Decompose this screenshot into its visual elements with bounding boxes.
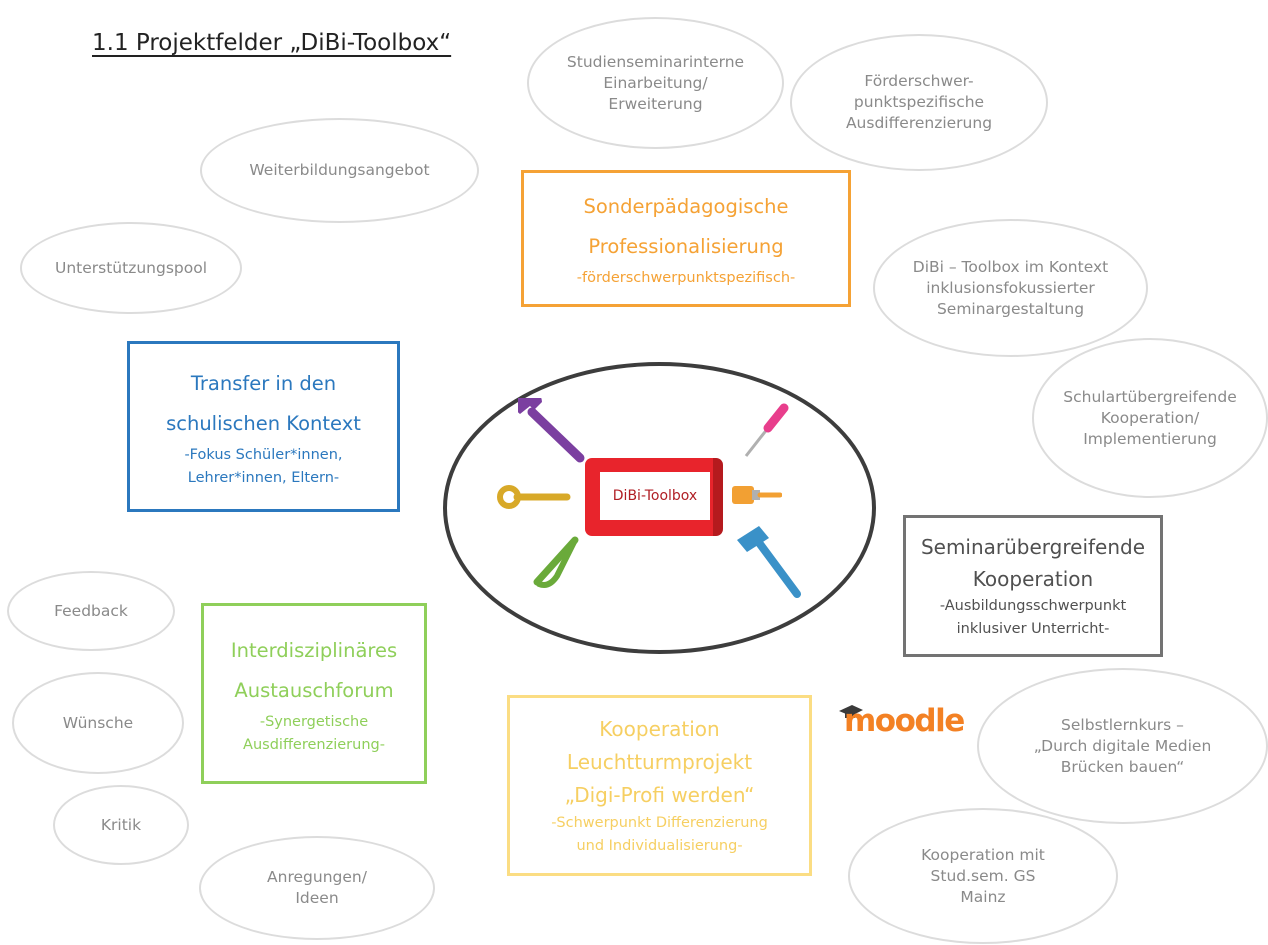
ellipse-anregungen-text: Anregungen/ Ideen [267, 868, 367, 907]
ellipse-stud-sem-text: Kooperation mit Stud.sem. GS Mainz [921, 845, 1045, 906]
ellipse-feedback-text: Feedback [54, 601, 128, 620]
box-transfer-title: Transfer in den schulischen Kontext [166, 371, 361, 435]
ellipse-foerderschwerpunkt-text: Förderschwer- punktspezifische Ausdiffer… [845, 72, 993, 132]
ellipse-anregungen: Anregungen/ Ideen [199, 836, 435, 940]
paintbrush-orange-icon [732, 486, 782, 504]
box-interdisz-subtitle: -Synergetische Ausdifferenzierung- [243, 713, 385, 753]
box-transfer-subtitle: -Fokus Schüler*innen, Lehrer*innen, Elte… [184, 446, 343, 486]
box-seminar-subtitle: -Ausbildungsschwerpunkt inklusiver Unter… [939, 598, 1127, 637]
ellipse-schulart: Schulartübergreifende Kooperation/ Imple… [1032, 338, 1268, 498]
mortarboard-icon [839, 705, 863, 718]
ellipse-selbstlernkurs-text: Selbstlernkurs – „Durch digitale Medien … [1033, 715, 1212, 776]
box-sonderpaedagogische-professionalisierung: Sonderpädagogische Professionalisierung … [521, 170, 851, 307]
wrench-yellow-icon [497, 485, 571, 509]
box-sonder-title: Sonderpädagogische Professionalisierung [583, 195, 789, 258]
center-label: DiBi-Toolbox [600, 472, 710, 520]
ellipse-kritik: Kritik [53, 785, 189, 865]
ellipse-feedback: Feedback [7, 571, 175, 651]
ellipse-studienseminar: Studienseminarinterne Einarbeitung/ Erwe… [527, 17, 784, 149]
ellipse-dibi-kontext: DiBi – Toolbox im Kontext inklusionsfoku… [873, 219, 1148, 357]
box-kooperation-subtitle: -Schwerpunkt Differenzierung und Individ… [551, 815, 768, 854]
box-sonder-subtitle: -förderschwerpunktspezifisch- [576, 270, 796, 286]
ellipse-selbstlernkurs: Selbstlernkurs – „Durch digitale Medien … [977, 668, 1268, 824]
ellipse-schulart-text: Schulartübergreifende Kooperation/ Imple… [1063, 387, 1237, 448]
ellipse-wuensche-text: Wünsche [62, 713, 134, 732]
box-kooperation-leuchtturm: Kooperation Leuchtturmprojekt „Digi-Prof… [507, 695, 812, 876]
ellipse-wuensche: Wünsche [12, 672, 184, 774]
ellipse-kritik-text: Kritik [100, 815, 142, 834]
wrench-purple-icon [518, 398, 585, 463]
page-title: 1.1 Projektfelder „DiBi-Toolbox“ [92, 30, 452, 56]
ellipse-weiterbildung-text: Weiterbildungsangebot [249, 161, 430, 179]
box-seminar-title: Seminarübergreifende Kooperation [920, 535, 1146, 591]
center-ellipse [443, 362, 876, 654]
ellipse-stud-sem: Kooperation mit Stud.sem. GS Mainz [848, 808, 1118, 944]
moodle-logo-text: moodle [844, 703, 965, 739]
pliers-green-icon [533, 536, 579, 588]
ellipse-studienseminar-text: Studienseminarinterne Einarbeitung/ Erwe… [566, 52, 745, 113]
hammer-blue-icon [737, 526, 801, 598]
ellipse-foerderschwerpunkt: Förderschwer- punktspezifische Ausdiffer… [790, 34, 1048, 171]
box-seminaruebergreifend: Seminarübergreifende Kooperation -Ausbil… [903, 515, 1163, 657]
ellipse-unterstuetzung-text: Unterstützungspool [54, 258, 208, 277]
box-interdisziplinaer: Interdisziplinäres Austauschforum -Syner… [201, 603, 427, 784]
screwdriver-pink-icon [744, 403, 789, 457]
box-kooperation-title: Kooperation Leuchtturmprojekt „Digi-Prof… [564, 717, 755, 807]
moodle-logo: moodle [838, 701, 974, 741]
ellipse-dibi-kontext-text: DiBi – Toolbox im Kontext inklusionsfoku… [912, 257, 1109, 318]
ellipse-weiterbildung: Weiterbildungsangebot [200, 118, 479, 223]
box-interdisz-title: Interdisziplinäres Austauschforum [230, 638, 398, 702]
ellipse-unterstuetzung: Unterstützungspool [20, 222, 242, 314]
box-transfer: Transfer in den schulischen Kontext -Fok… [127, 341, 400, 512]
